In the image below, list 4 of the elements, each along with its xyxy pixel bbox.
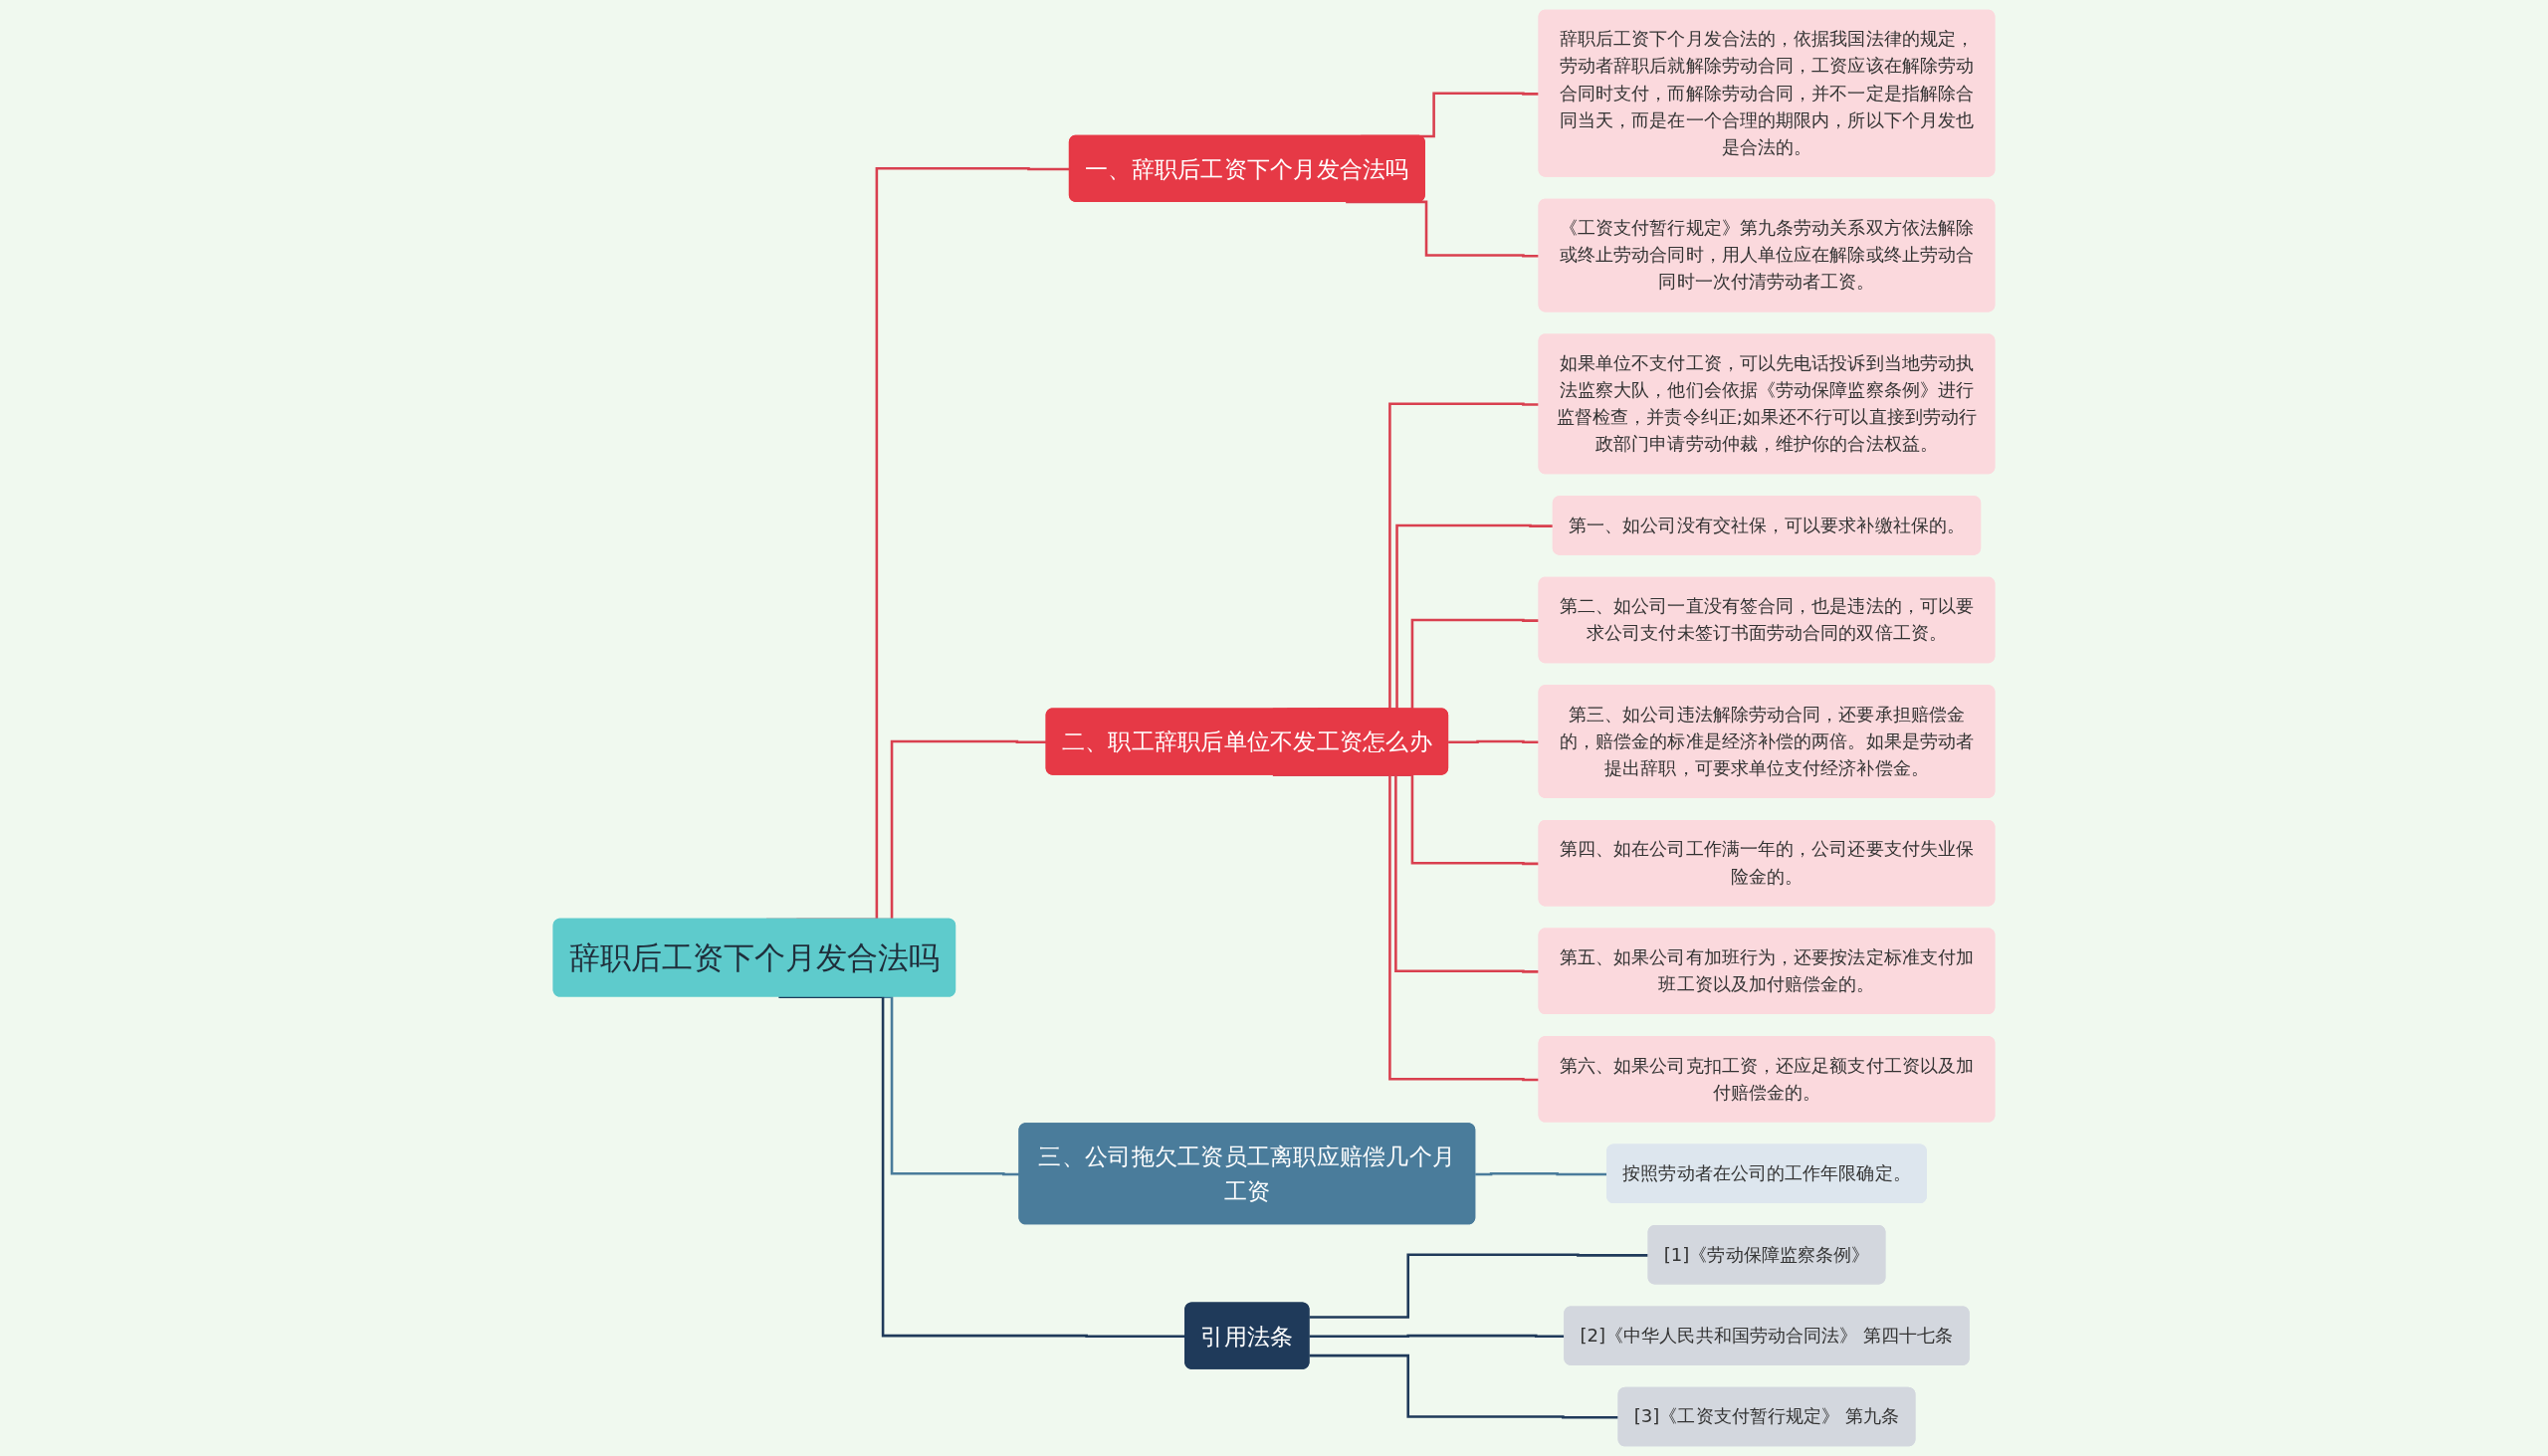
connector <box>1309 1253 1649 1319</box>
connector <box>1309 1353 1619 1419</box>
connector <box>1448 739 1540 743</box>
connector <box>1346 200 1540 258</box>
